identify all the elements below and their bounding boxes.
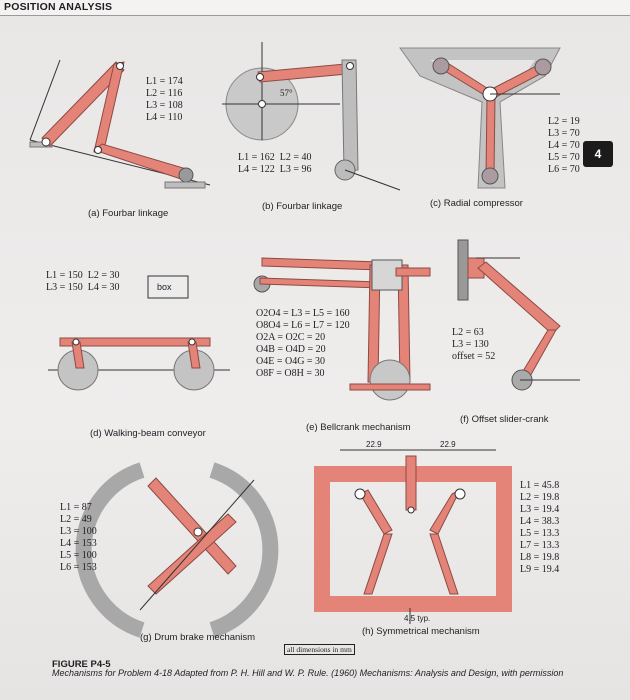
bellcrank-params: O2O4 = L3 = L5 = 160 O8O4 = L6 = L7 = 12… xyxy=(256,308,350,379)
dimension-left: 22.9 xyxy=(366,440,382,449)
symmetrical-params: L1 = 45.8 L2 = 19.8 L3 = 19.4 L4 = 38.3 … xyxy=(520,480,560,575)
slider-crank-params: L2 = 63 L3 = 130 offset = 52 xyxy=(452,327,496,362)
drum-brake-drawing xyxy=(75,462,279,638)
chapter-badge: 4 xyxy=(583,141,613,167)
caption-bellcrank: (e) Bellcrank mechanism xyxy=(306,422,411,433)
caption-fourbar-b: (b) Fourbar linkage xyxy=(262,201,343,212)
caption-radial-compressor: (c) Radial compressor xyxy=(430,198,523,209)
fourbar-b-angle: 57° xyxy=(280,88,293,98)
dimension-typical: 4.5 typ. xyxy=(404,614,431,623)
slider-crank-drawing xyxy=(457,239,580,391)
caption-drum-brake: (g) Drum brake mechanism xyxy=(140,632,256,643)
bellcrank-drawing xyxy=(253,257,431,401)
fourbar-a-drawing xyxy=(29,59,211,189)
box-label: box xyxy=(157,282,172,292)
caption-slider-crank: (f) Offset slider-crank xyxy=(460,414,549,425)
fourbar-a-params: L1 = 174 L2 = 116 L3 = 108 L4 = 110 xyxy=(146,76,183,123)
walking-beam-drawing xyxy=(48,275,230,391)
units-note: all dimensions in mm xyxy=(284,644,355,655)
figure-label: FIGURE P4-5 xyxy=(52,659,111,670)
caption-symmetrical: (h) Symmetrical mechanism xyxy=(362,626,480,637)
radial-compressor-drawing xyxy=(399,47,561,189)
figure-caption: Mechanisms for Problem 4-18 Adapted from… xyxy=(52,668,564,678)
dimension-right: 22.9 xyxy=(440,440,456,449)
walking-beam-params: L1 = 150 L2 = 30 L3 = 150 L4 = 30 xyxy=(46,270,120,293)
caption-walking-beam: (d) Walking-beam conveyor xyxy=(90,428,206,439)
fourbar-b-drawing: 57° xyxy=(222,42,401,191)
fourbar-b-params: L1 = 162 L2 = 40 L4 = 122 L3 = 96 xyxy=(238,152,312,175)
drum-brake-params: L1 = 87 L2 = 49 L3 = 100 L4 = 153 L5 = 1… xyxy=(60,502,97,573)
page-header: POSITION ANALYSIS xyxy=(0,0,630,16)
caption-fourbar-a: (a) Fourbar linkage xyxy=(88,208,169,219)
symmetrical-drawing xyxy=(314,449,512,624)
section-title: POSITION ANALYSIS xyxy=(4,1,113,13)
radial-compressor-params: L2 = 19 L3 = 70 L4 = 70 L5 = 70 L6 = 70 xyxy=(548,116,580,175)
